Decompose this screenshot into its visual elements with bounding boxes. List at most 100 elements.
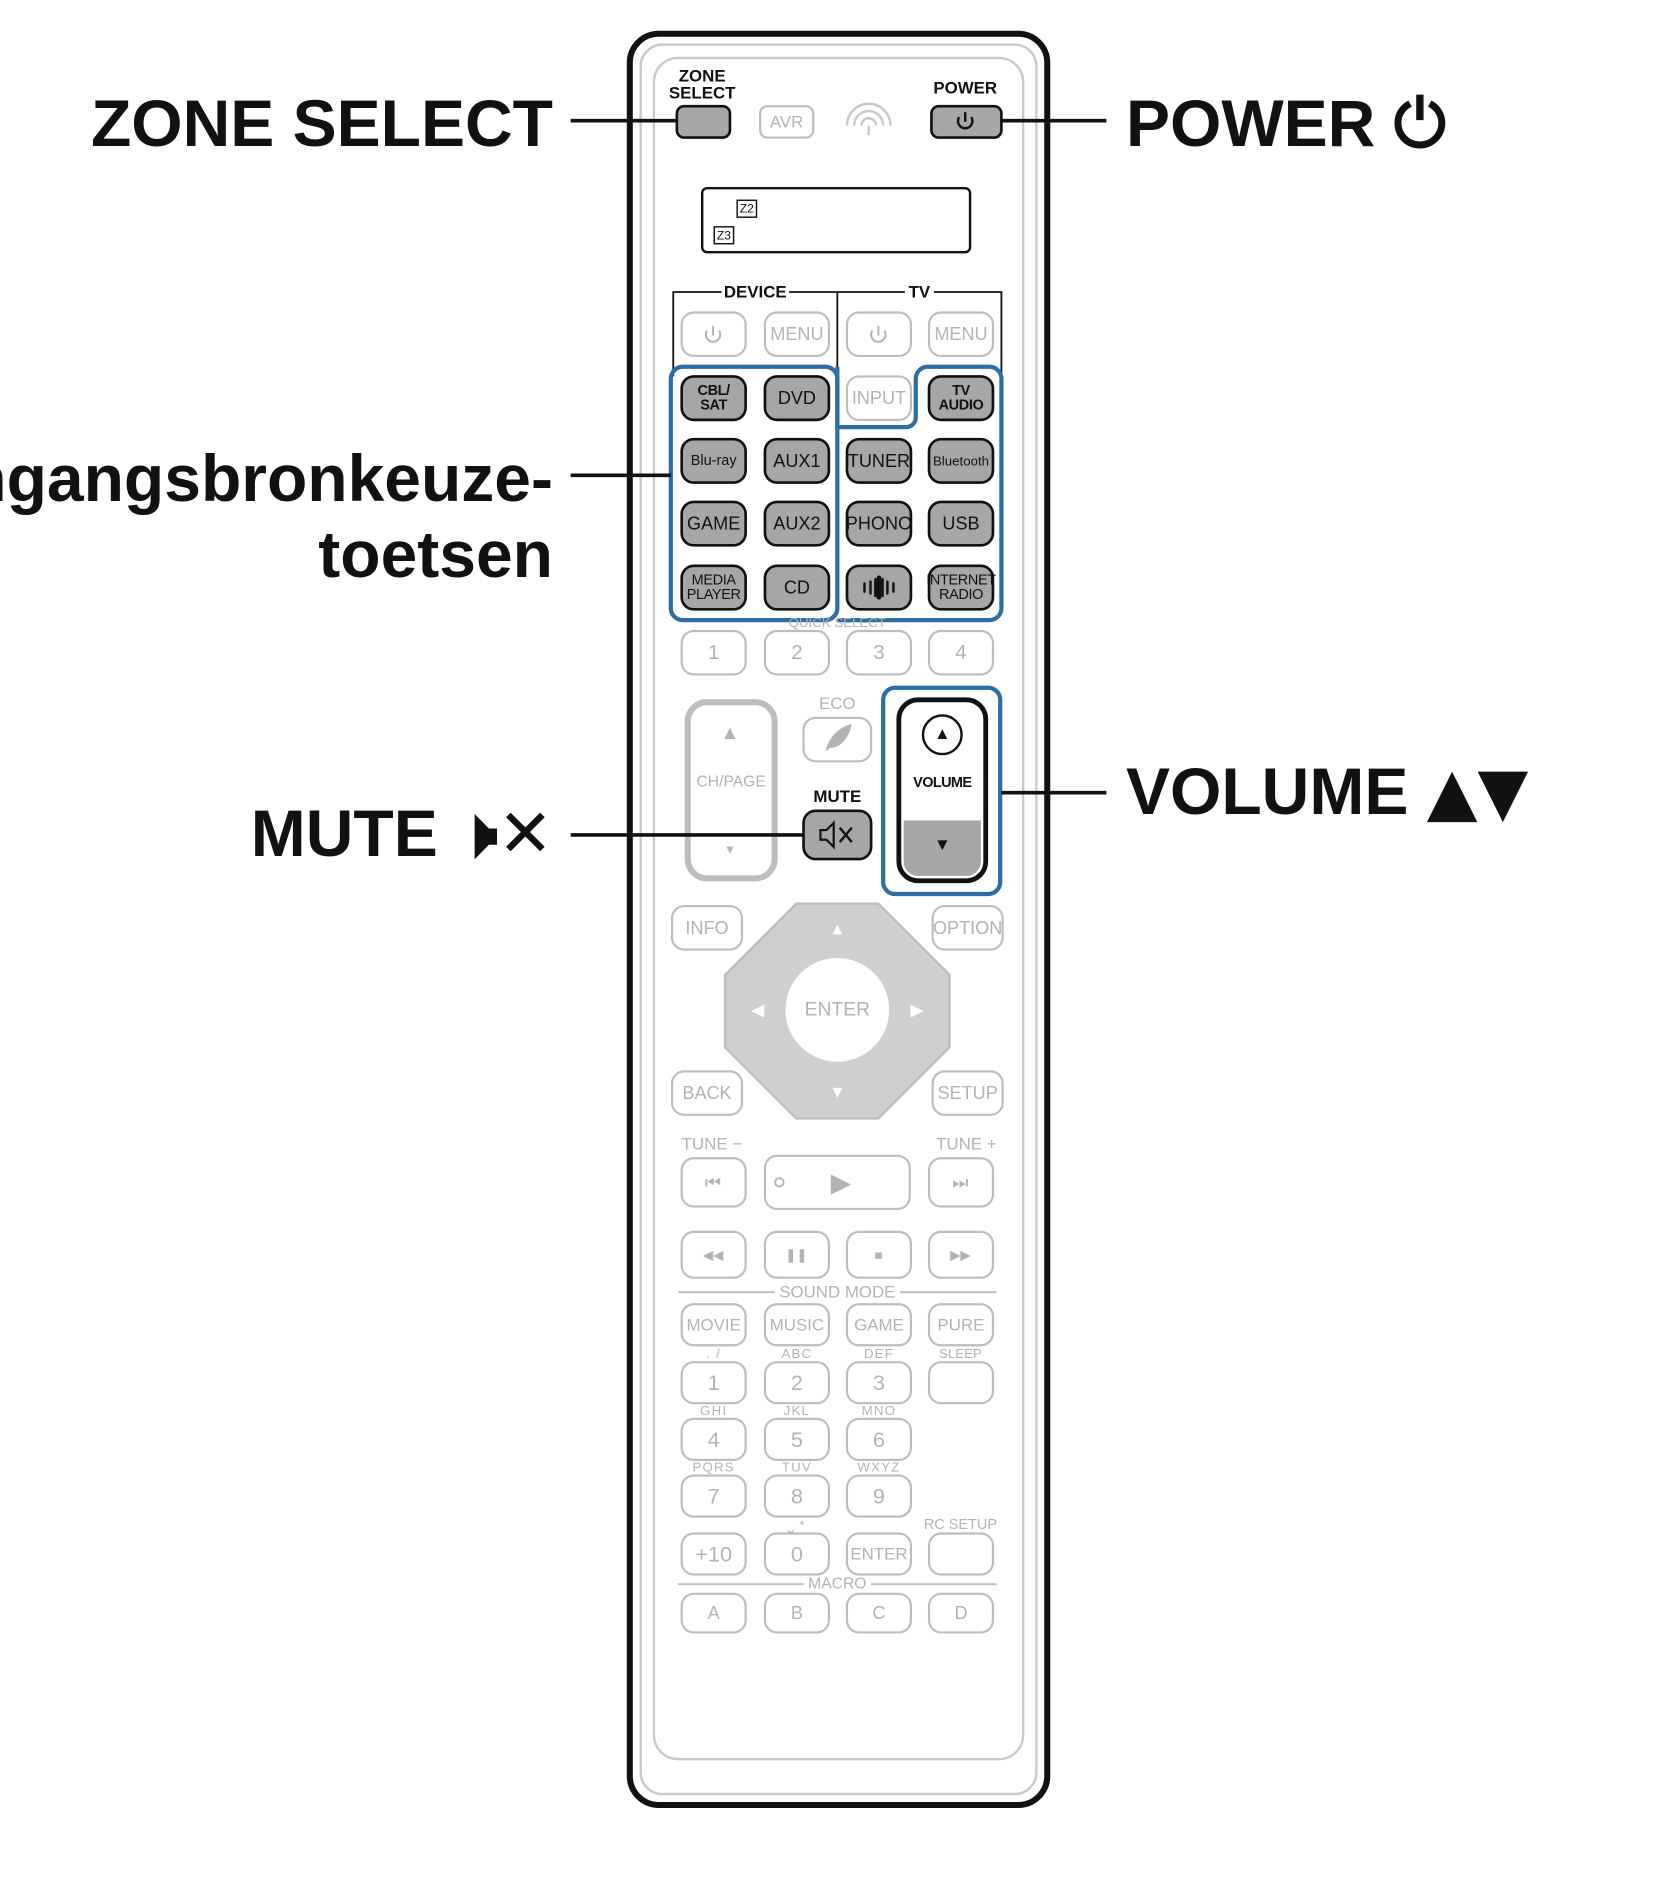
sound-mode-music[interactable]: MUSIC xyxy=(763,1303,830,1347)
option-button-shape[interactable] xyxy=(931,905,1004,951)
source-button-game-shape[interactable] xyxy=(680,500,747,547)
macro-a-shape[interactable] xyxy=(680,1592,747,1634)
sleep-button[interactable] xyxy=(927,1361,995,1405)
sound-mode-game[interactable]: GAME xyxy=(845,1303,913,1347)
numpad-2-shape[interactable] xyxy=(763,1361,830,1405)
sound-mode-game-shape[interactable] xyxy=(845,1303,913,1347)
numpad-5[interactable]: 5 xyxy=(763,1417,830,1461)
source-button-heos[interactable] xyxy=(845,564,913,611)
stop-button[interactable]: ■ xyxy=(845,1230,913,1279)
quick-select-2-shape[interactable] xyxy=(763,629,830,676)
tv-input-button[interactable]: INPUT xyxy=(845,375,913,421)
avr-button-shape[interactable] xyxy=(759,105,815,139)
next-track-button-shape[interactable] xyxy=(927,1157,995,1208)
source-button-bluetooth-shape[interactable] xyxy=(927,437,995,484)
source-button-dvd-shape[interactable] xyxy=(763,375,831,422)
stop-button-shape[interactable] xyxy=(845,1230,913,1279)
macro-d-shape[interactable] xyxy=(927,1592,995,1634)
numpad-9[interactable]: 9 xyxy=(845,1474,913,1518)
numpad-8-shape[interactable] xyxy=(763,1474,830,1518)
source-button-phono[interactable]: PHONO xyxy=(845,500,913,547)
numpad-3[interactable]: 3 xyxy=(845,1361,913,1405)
sound-mode-pure-shape[interactable] xyxy=(927,1303,995,1347)
source-button-tuner[interactable]: TUNER xyxy=(845,437,913,484)
numpad-enter-shape[interactable] xyxy=(845,1532,913,1576)
source-button-blu-ray[interactable]: Blu-ray xyxy=(680,437,747,484)
source-button-aux1-shape[interactable] xyxy=(763,437,831,484)
numpad-4-shape[interactable] xyxy=(680,1417,747,1461)
back-button[interactable]: BACK xyxy=(670,1070,744,1116)
source-button-bluetooth[interactable]: Bluetooth xyxy=(927,437,995,484)
play-button-shape[interactable] xyxy=(763,1154,911,1211)
macro-c[interactable]: C xyxy=(845,1592,913,1634)
option-button[interactable]: OPTION xyxy=(931,905,1004,951)
rc-setup-button-shape[interactable] xyxy=(927,1532,995,1576)
setup-button[interactable]: SETUP xyxy=(931,1070,1004,1116)
power-button[interactable] xyxy=(930,104,1003,139)
info-button[interactable]: INFO xyxy=(670,905,744,951)
source-button-internet-radio-shape[interactable] xyxy=(927,564,995,611)
source-button-usb-shape[interactable] xyxy=(927,500,995,547)
tv-power-button[interactable] xyxy=(845,311,913,358)
numpad-9-shape[interactable] xyxy=(845,1474,913,1518)
numpad-5-shape[interactable] xyxy=(763,1417,830,1461)
source-button-tuner-shape[interactable] xyxy=(845,437,913,484)
eco-button[interactable] xyxy=(802,716,873,763)
sound-mode-movie[interactable]: MOVIE xyxy=(680,1303,747,1347)
tv-input-button-shape[interactable] xyxy=(845,375,913,421)
quick-select-2[interactable]: 2 xyxy=(763,629,830,676)
mute-button[interactable] xyxy=(802,809,873,861)
source-button-game[interactable]: GAME xyxy=(680,500,747,547)
pause-button-shape[interactable] xyxy=(763,1230,830,1279)
back-button-shape[interactable] xyxy=(670,1070,744,1116)
source-button-cd[interactable]: CD xyxy=(763,564,831,611)
device-power-button[interactable] xyxy=(680,311,747,358)
source-button-usb[interactable]: USB xyxy=(927,500,995,547)
volume-up-circle[interactable] xyxy=(921,714,963,756)
zone-select-button-shape[interactable] xyxy=(675,104,732,139)
fast-forward-button-shape[interactable] xyxy=(927,1230,995,1279)
pause-button[interactable]: ❚❚ xyxy=(763,1230,830,1279)
numpad-enter[interactable]: ENTER xyxy=(845,1532,913,1576)
volume-down-zone[interactable] xyxy=(903,820,981,876)
macro-c-shape[interactable] xyxy=(845,1592,913,1634)
source-button-cbl-sat-shape[interactable] xyxy=(680,375,747,422)
numpad-7[interactable]: 7 xyxy=(680,1474,747,1518)
dpad-enter-button[interactable] xyxy=(780,953,895,1067)
quick-select-1-shape[interactable] xyxy=(680,629,747,676)
numpad-3-shape[interactable] xyxy=(845,1361,913,1405)
mute-button-shape[interactable] xyxy=(802,809,873,861)
device-menu-button-shape[interactable] xyxy=(763,311,830,358)
source-button-aux2-shape[interactable] xyxy=(763,500,831,547)
quick-select-1[interactable]: 1 xyxy=(680,629,747,676)
source-button-tv-audio-shape[interactable] xyxy=(927,375,995,422)
device-menu-button[interactable]: MENU xyxy=(763,311,830,358)
macro-d[interactable]: D xyxy=(927,1592,995,1634)
numpad-0[interactable]: 0 xyxy=(763,1532,830,1576)
numpad-1[interactable]: 1 xyxy=(680,1361,747,1405)
source-button-phono-shape[interactable] xyxy=(845,500,913,547)
source-button-aux2[interactable]: AUX2 xyxy=(763,500,831,547)
quick-select-3-shape[interactable] xyxy=(845,629,913,676)
numpad-1-shape[interactable] xyxy=(680,1361,747,1405)
macro-a[interactable]: A xyxy=(680,1592,747,1634)
numpad-4[interactable]: 4 xyxy=(680,1417,747,1461)
tv-menu-button[interactable]: MENU xyxy=(927,311,995,358)
previous-track-button[interactable]: ⏮ xyxy=(680,1157,747,1208)
quick-select-4-shape[interactable] xyxy=(927,629,995,676)
play-button[interactable]: ▶ xyxy=(763,1154,911,1211)
source-button-cbl-sat[interactable]: CBL/SAT xyxy=(680,375,747,422)
rewind-button-shape[interactable] xyxy=(680,1230,747,1279)
sound-mode-pure[interactable]: PURE xyxy=(927,1303,995,1347)
zone-select-button[interactable] xyxy=(675,104,732,139)
next-track-button[interactable]: ⏭ xyxy=(927,1157,995,1208)
source-button-aux1[interactable]: AUX1 xyxy=(763,437,831,484)
previous-track-button-shape[interactable] xyxy=(680,1157,747,1208)
quick-select-3[interactable]: 3 xyxy=(845,629,913,676)
macro-b-shape[interactable] xyxy=(763,1592,830,1634)
sound-mode-music-shape[interactable] xyxy=(763,1303,830,1347)
setup-button-shape[interactable] xyxy=(931,1070,1004,1116)
source-button-dvd[interactable]: DVD xyxy=(763,375,831,422)
